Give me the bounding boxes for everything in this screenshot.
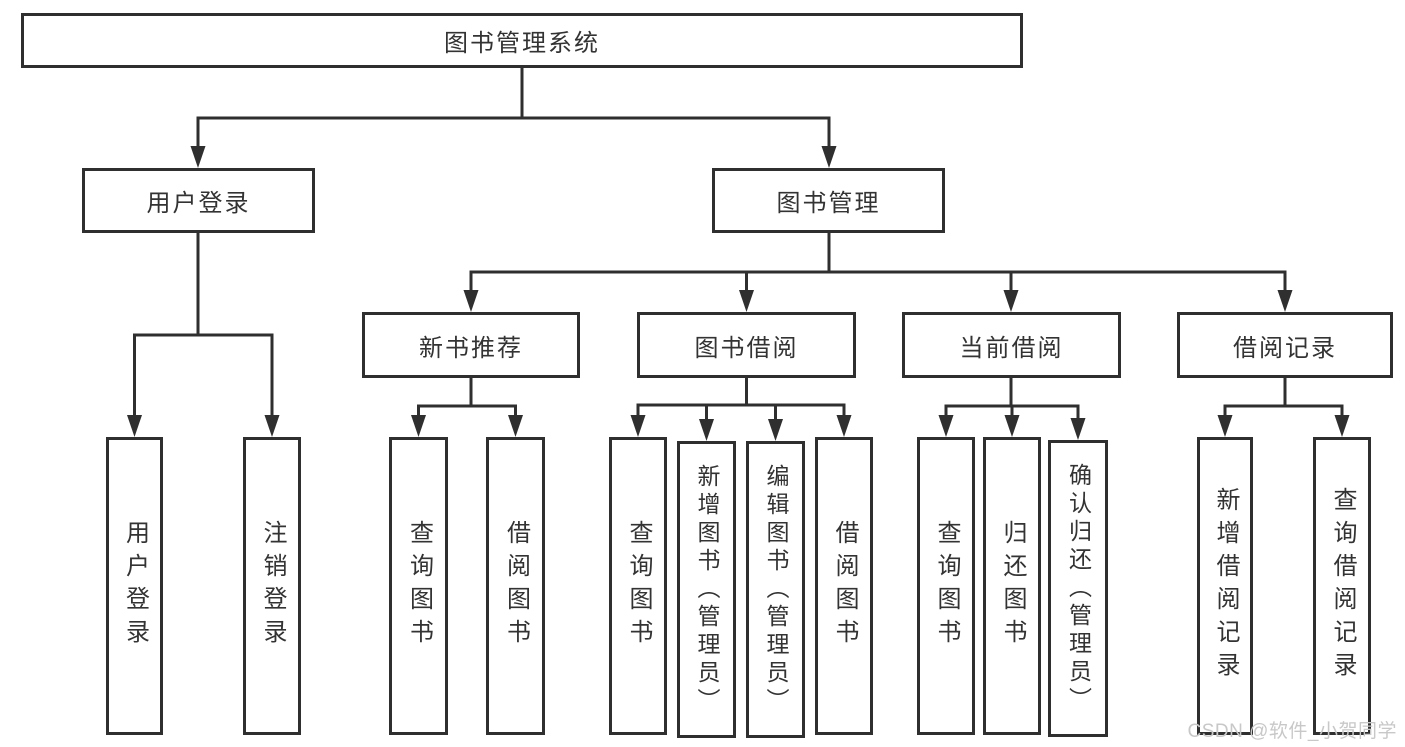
node-leaf-current-query-label: 查询图书 [933, 520, 960, 652]
node-leaf-records-add-label: 新增借阅记录 [1212, 487, 1239, 685]
node-borrowing-records-label: 借阅记录 [1233, 334, 1337, 362]
node-current-borrowing-label: 当前借阅 [959, 334, 1064, 362]
node-leaf-current-return-label: 归还图书 [999, 520, 1026, 652]
node-book-borrowing: 图书借阅 [637, 312, 856, 378]
node-leaf-borrow-add-admin-label: 新增图书（管理员） [694, 463, 720, 716]
node-book-management: 图书管理 [712, 168, 945, 233]
node-library-system: 图书管理系统 [21, 13, 1023, 68]
node-user-login-group-label: 用户登录 [146, 190, 251, 217]
node-book-borrowing-label: 图书借阅 [694, 334, 799, 362]
node-leaf-user-login: 用户登录 [106, 437, 163, 735]
node-new-book-recommend: 新书推荐 [362, 312, 580, 378]
node-leaf-borrow-query: 查询图书 [609, 437, 667, 735]
watermark: CSDN @软件_小贺同学 [1187, 721, 1397, 742]
node-leaf-newbooks-borrow: 借阅图书 [486, 437, 545, 735]
node-leaf-current-query: 查询图书 [917, 437, 975, 735]
node-user-login-group: 用户登录 [82, 168, 315, 233]
node-leaf-current-confirm-admin-label: 确认归还（管理员） [1065, 462, 1092, 715]
node-leaf-borrow-add-admin: 新增图书（管理员） [677, 441, 736, 738]
node-current-borrowing: 当前借阅 [902, 312, 1121, 378]
node-leaf-records-add: 新增借阅记录 [1197, 437, 1253, 735]
node-leaf-borrow-query-label: 查询图书 [625, 520, 652, 652]
node-leaf-newbooks-query: 查询图书 [389, 437, 448, 735]
node-leaf-records-query-label: 查询借阅记录 [1329, 487, 1356, 685]
node-leaf-logout-label: 注销登录 [259, 520, 286, 652]
node-leaf-newbooks-borrow-label: 借阅图书 [502, 520, 530, 652]
node-leaf-borrow-borrow: 借阅图书 [815, 437, 873, 735]
node-new-book-recommend-label: 新书推荐 [419, 334, 523, 362]
node-book-management-label: 图书管理 [776, 190, 881, 217]
node-leaf-records-query: 查询借阅记录 [1313, 437, 1371, 735]
node-borrowing-records: 借阅记录 [1177, 312, 1393, 378]
node-leaf-borrow-borrow-label: 借阅图书 [831, 520, 858, 652]
node-library-system-label: 图书管理系统 [444, 30, 600, 57]
node-leaf-borrow-edit-admin: 编辑图书（管理员） [746, 441, 805, 738]
node-leaf-current-confirm-admin: 确认归还（管理员） [1048, 440, 1108, 737]
node-leaf-current-return: 归还图书 [983, 437, 1041, 735]
node-leaf-logout: 注销登录 [243, 437, 301, 735]
node-leaf-borrow-edit-admin-label: 编辑图书（管理员） [763, 463, 789, 716]
node-leaf-user-login-label: 用户登录 [121, 520, 149, 652]
node-leaf-newbooks-query-label: 查询图书 [405, 520, 433, 652]
